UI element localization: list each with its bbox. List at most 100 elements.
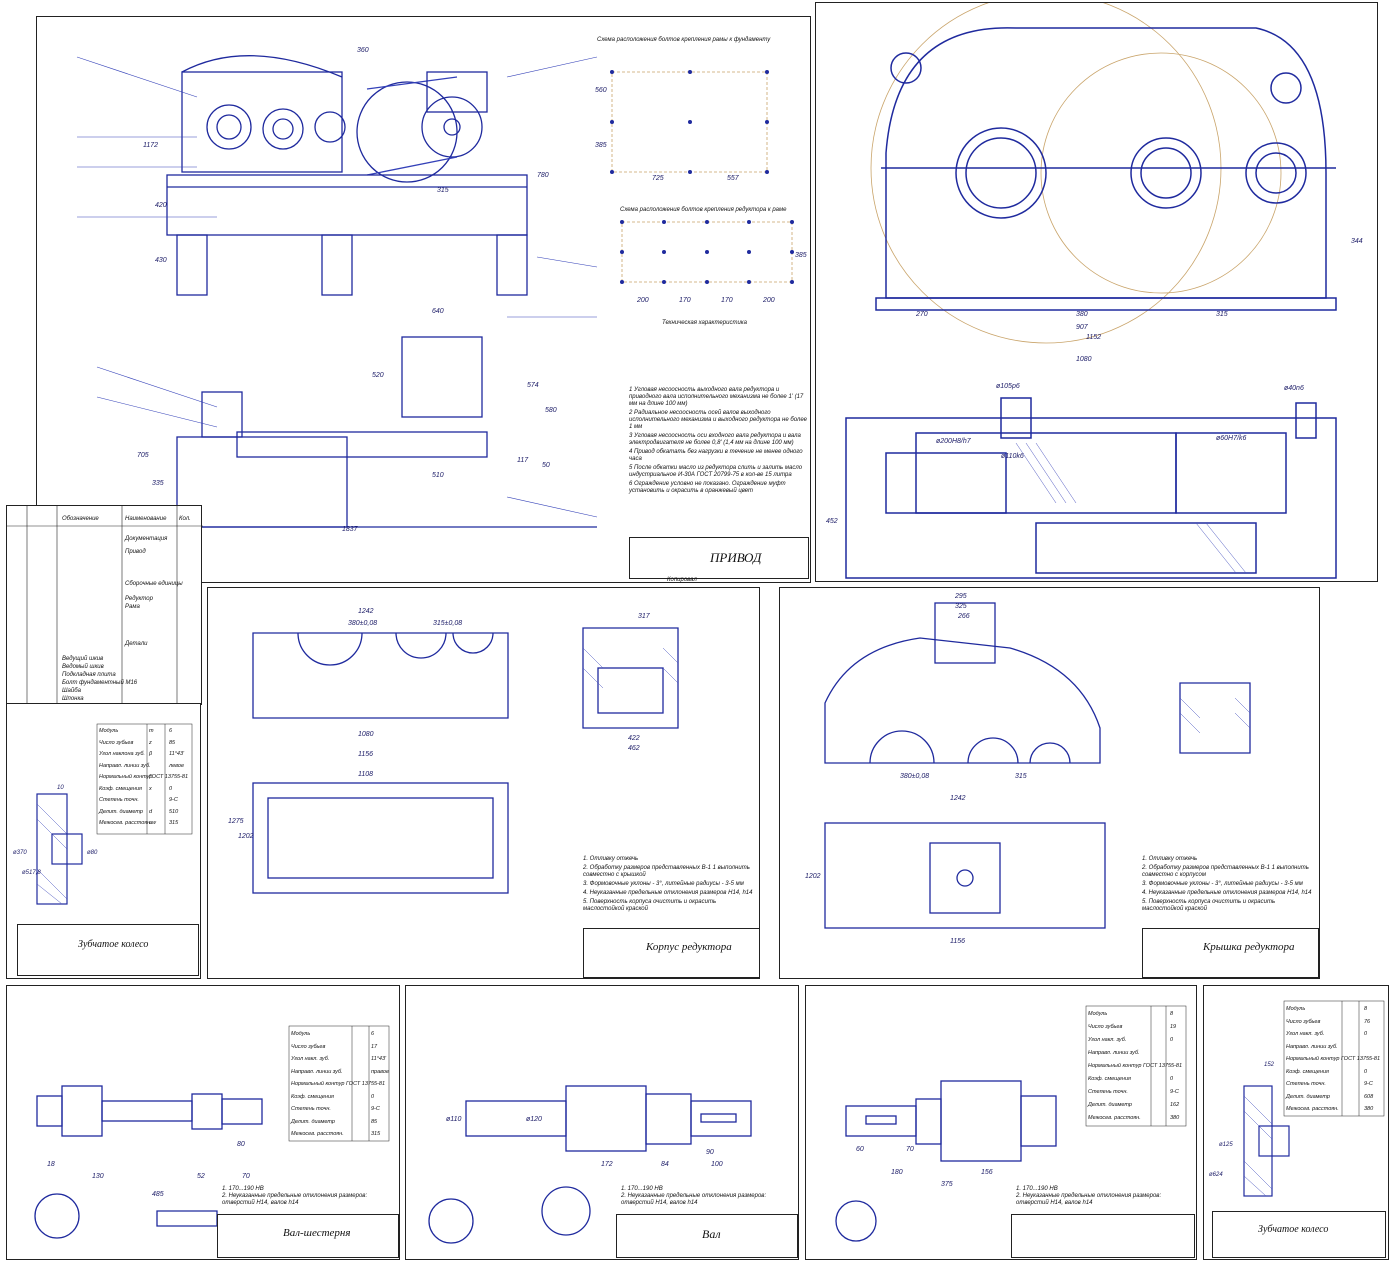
cover-front-view: [824, 637, 1101, 764]
param-label: Степень точн.: [291, 1106, 331, 1112]
shaft-dim-3: 90: [706, 1149, 714, 1156]
param-value: левое: [169, 762, 185, 769]
scheme-reducer-caption: Схема расположения болтов крепления реду…: [620, 207, 787, 213]
pinion-param-row: Межосев. расстоян.315: [291, 1128, 389, 1141]
dim-plan-3: 580: [545, 407, 557, 414]
shaft-note: 1. 170...190 HB: [621, 1186, 663, 1192]
gear-right-param-row: Межосев. расстоян.380: [1286, 1103, 1382, 1116]
bearing-bore-3: [1245, 142, 1307, 204]
param-label: Модуль: [291, 1031, 311, 1037]
dim-plan-9: 335: [152, 480, 164, 487]
bearing-bore-2: [1130, 137, 1202, 209]
cover-top-view: [824, 822, 1106, 929]
cover-note: 3. Формовочные уклоны - 3°, литейные рад…: [1142, 881, 1303, 887]
gear-left-param-row: Нормальный контур ГОСТ 13755-81: [99, 772, 191, 784]
param-value: 85: [169, 739, 176, 746]
foundation-left: [176, 234, 208, 296]
reducer-foot: [875, 297, 1337, 311]
param-label: Степень точн.: [1088, 1089, 1128, 1095]
reducer-drawing: 1152 907 380 315 270 344 1080 452 ø105p6…: [826, 0, 1363, 579]
cover-note: 5. Поверхность корпуса очистить и окраси…: [1142, 899, 1276, 912]
spec-header-qty: Кол.: [179, 516, 191, 522]
gear-shaft-param-row: Степень точн.9-С: [1088, 1086, 1186, 1099]
cover-note: 1. Отливку отжечь: [1142, 856, 1198, 862]
param-label: Число зубьев: [1286, 1018, 1321, 1025]
shaft-drawing: 172 84 100 90 ø120 ø110: [428, 1085, 752, 1244]
gear-left-dim-0: ø370: [13, 850, 27, 856]
param-value: 9-С: [169, 797, 178, 803]
shaft-section-b: [428, 1198, 474, 1244]
spec-part-5: Шпонка: [62, 696, 84, 702]
pinion-notes: 1. 170...190 HB 2. Неуказанные предельны…: [222, 1186, 397, 1207]
param-label: Степень точн.: [1286, 1081, 1326, 1087]
param-label: Число зубьев: [291, 1043, 326, 1050]
drive-title-block: ПРИВОД: [629, 537, 809, 579]
sheet-shaft: 172 84 100 90 ø120 ø110 1. 170...190 HB …: [405, 985, 799, 1260]
gear-left-param-row: Направл. линии зуб. левое: [99, 761, 191, 773]
pinion-title: Вал-шестерня: [283, 1227, 351, 1239]
housing-dim-6: 422: [628, 735, 640, 742]
spec-part-2: Подкладная плита: [62, 672, 116, 678]
pinion-title-block: Вал-шестерня: [217, 1214, 399, 1258]
reducer-housing-outline: [885, 27, 1327, 299]
param-value: 315: [169, 820, 179, 826]
param-value: 0: [1364, 1068, 1368, 1075]
cover-dim-5: 315: [1015, 773, 1027, 780]
param-label: Модуль: [99, 728, 119, 734]
reducer-dim-5: 344: [1351, 238, 1363, 245]
param-value: 608: [1364, 1093, 1374, 1100]
base-frame: [166, 174, 528, 236]
param-value: 380: [1364, 1106, 1374, 1112]
housing-notes: 1. Отливку отжечь 2. Обработку размеров …: [583, 856, 758, 915]
param-label: Межосев. расстоян.: [99, 820, 152, 826]
pinion-param-row: Степень точн.9-С: [291, 1103, 389, 1116]
pinion-dim-2: 80: [237, 1141, 245, 1148]
reducer-bearing-2: [262, 108, 304, 150]
param-label: Коэф. смещения: [1088, 1076, 1131, 1082]
param-label: Коэф. смещения: [1286, 1068, 1329, 1075]
housing-note: 2. Обработку размеров представленных В-1…: [583, 865, 750, 878]
cover-inspection-hatch: [934, 602, 996, 664]
scheme-frame-caption: Схема расположения болтов крепления рамы…: [597, 37, 771, 43]
cover-title: Крышка редуктора: [1203, 941, 1295, 953]
param-value: 11°43': [169, 751, 185, 757]
shaft-dim-1: 84: [661, 1161, 669, 1168]
gear-shaft-title-block: [1011, 1214, 1195, 1258]
dim-plan-6: 117: [517, 457, 529, 464]
reducer-dim-7: 452: [826, 518, 838, 525]
cover-side-section: [1179, 682, 1251, 754]
param-label: Модуль: [1286, 1006, 1306, 1012]
param-label: Делит. диаметр: [99, 808, 143, 815]
gear-shaft-dim-3: 60: [856, 1146, 864, 1153]
spec-section-parts: Детали: [125, 641, 148, 647]
spec-header-name: Наименование: [125, 516, 167, 522]
dim-top-0: 360: [357, 47, 369, 54]
reducer-fit-0: ø105p6: [996, 383, 1020, 390]
drive-note: 1 Угловая несоосность выходного вала ред…: [629, 387, 804, 407]
reducer-bearing-1: [206, 104, 252, 150]
dim-plan-4: 1837: [342, 526, 359, 533]
scheme1-dim-0: 725: [652, 175, 664, 182]
housing-top-view: [252, 782, 509, 894]
driven-pulley: [356, 81, 458, 183]
housing-dim-8: 317: [638, 613, 651, 620]
pinion-dim-3: 70: [242, 1173, 250, 1180]
dim-top-2: 780: [537, 172, 549, 179]
param-label: Делит. диаметр: [291, 1118, 335, 1125]
drive-note: 5 После обкатки масло из редуктора слить…: [629, 465, 803, 478]
param-value: 6: [169, 728, 173, 734]
reducer-fit-1: ø200H8/h7: [936, 438, 972, 445]
param-label: Угол наклона зуб.: [99, 751, 145, 757]
param-label: Коэф. смещения: [291, 1093, 334, 1100]
gear-shaft-notes: 1. 170...190 HB 2. Неуказанные предельны…: [1016, 1186, 1191, 1207]
